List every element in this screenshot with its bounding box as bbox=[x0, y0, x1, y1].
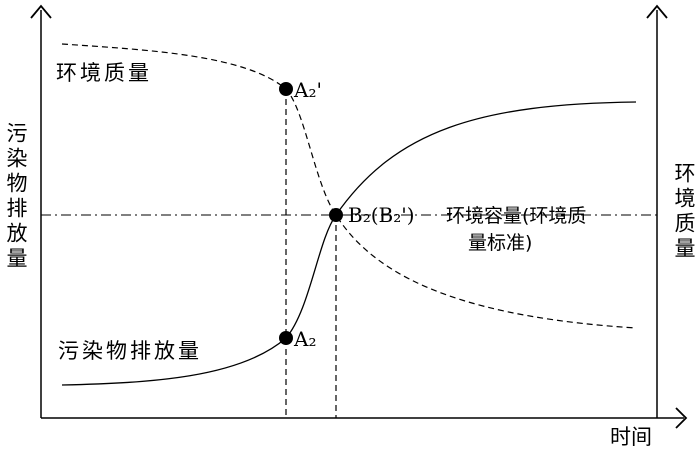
right-axis-label: 环境质量 bbox=[672, 162, 696, 262]
point-b2-label: B₂(B₂') bbox=[348, 203, 415, 227]
point-a2-label: A₂ bbox=[293, 327, 316, 351]
right-axis-arrow bbox=[646, 4, 668, 19]
environment-quality-curve-label: 环境质量 bbox=[56, 61, 152, 85]
x-axis-arrow bbox=[675, 407, 688, 429]
point-b2 bbox=[329, 208, 343, 222]
capacity-label-line1: 环境容量(环境质 bbox=[446, 205, 586, 227]
left-axis-label: 污染物排放量 bbox=[4, 122, 28, 272]
capacity-label-line2: 量标准) bbox=[468, 232, 532, 254]
point-a2-prime-label: A₂' bbox=[293, 78, 322, 102]
pollutant-emission-curve bbox=[61, 101, 637, 386]
point-a2 bbox=[279, 331, 293, 345]
x-axis-label: 时间 bbox=[610, 425, 652, 449]
left-axis-arrow bbox=[30, 4, 52, 19]
point-a2-prime bbox=[279, 82, 293, 96]
environment-quality-curve bbox=[61, 43, 637, 329]
pollutant-curve-label: 污染物排放量 bbox=[58, 339, 202, 363]
